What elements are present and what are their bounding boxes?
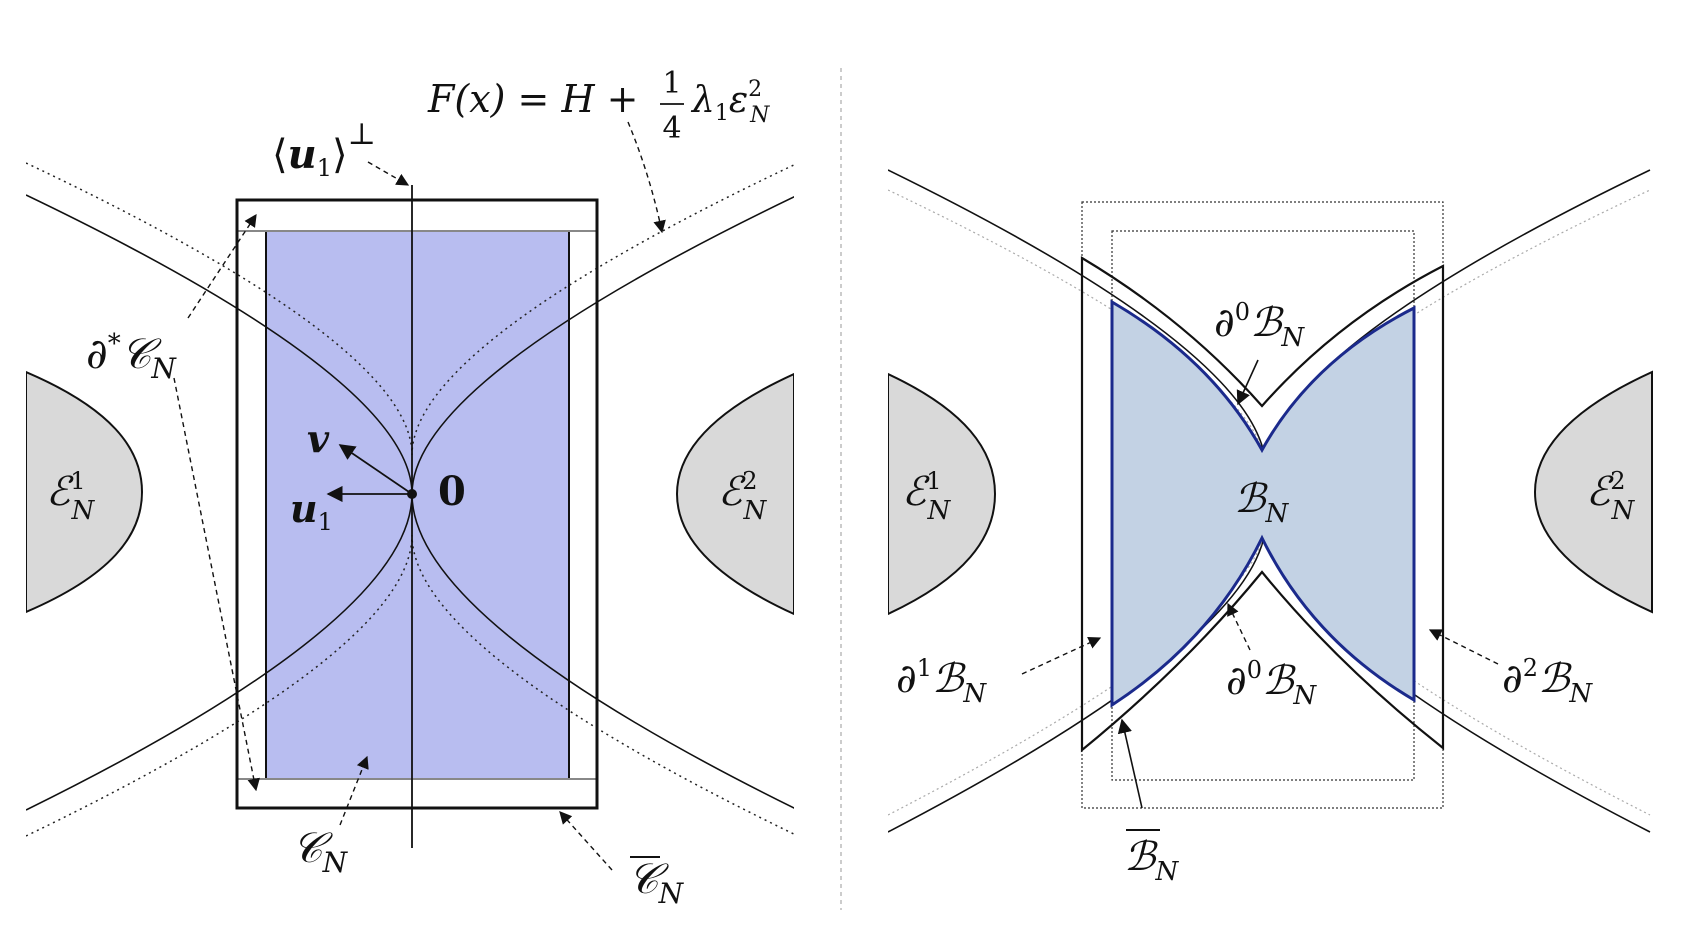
- d0-bottom-label: ∂0ℬN: [1226, 656, 1317, 711]
- c-n-rectangle: [265, 230, 570, 780]
- u1-label: u1: [290, 486, 333, 536]
- d0-bottom-leader: [1227, 602, 1251, 651]
- b-bar-shape: [1080, 256, 1445, 753]
- c-n-label: 𝒞N: [292, 823, 349, 879]
- f-frac-num: 1: [662, 66, 681, 101]
- f-leader: [627, 121, 666, 234]
- well-right-shape: [675, 372, 794, 616]
- d2-label: ∂2ℬN: [1502, 654, 1593, 709]
- perp-leader: [367, 161, 410, 186]
- r-well-left-shape: [888, 372, 997, 616]
- v-arrow: [338, 444, 413, 495]
- f-frac-den: 4: [662, 111, 681, 146]
- f-fraction: 1 4: [660, 66, 684, 146]
- b-bar-sub: N: [1154, 857, 1179, 887]
- c-bar-leader: [559, 811, 613, 871]
- perp-label: ⟨u1⟩⊥: [272, 117, 376, 182]
- r-well-right-shape: [1533, 370, 1653, 614]
- c-bar-label: 𝒞N: [628, 854, 685, 910]
- b-n-shape: [1110, 299, 1416, 708]
- b-bar-label: ℬN: [1124, 829, 1179, 887]
- d2-leader: [1428, 629, 1499, 665]
- origin-label: 0: [438, 468, 466, 515]
- d1-leader: [1021, 637, 1102, 675]
- c-bar-sub: N: [658, 877, 685, 910]
- svg-text:ℬN: ℬN: [1124, 834, 1179, 887]
- b-n-label: ℬN: [1234, 476, 1289, 529]
- c-n-leader: [339, 755, 369, 826]
- d0-top-label: ∂0ℬN: [1214, 298, 1305, 353]
- boundary-star-leader-bottom: [173, 377, 260, 792]
- b-bar-sym: ℬ: [1124, 834, 1158, 880]
- boundary-star-leader-top: [187, 213, 257, 319]
- well-left-shape: [26, 370, 144, 614]
- f-label: F(x) = H +: [427, 77, 639, 121]
- b-bar-leader: [1117, 718, 1143, 809]
- svg-text:𝒞N: 𝒞N: [628, 854, 685, 910]
- d0-top-leader: [1236, 359, 1259, 406]
- c-bar-rectangle: [235, 198, 599, 810]
- d1-label: ∂1ℬN: [896, 654, 987, 709]
- boundary-star-label: ∂*𝒞N: [86, 329, 177, 385]
- v-label: v: [307, 416, 330, 461]
